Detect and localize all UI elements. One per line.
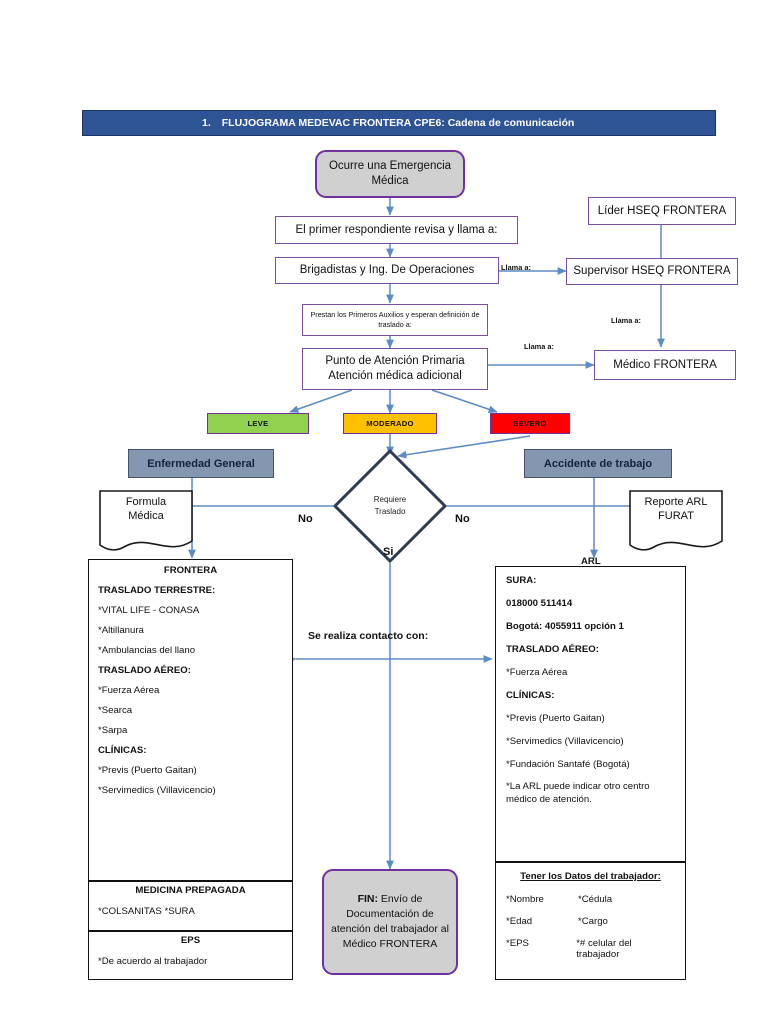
title-number: 1. (202, 117, 211, 129)
node-start: Ocurre una Emergencia Médica (315, 150, 465, 198)
list-item: CLÍNICAS: (98, 745, 147, 756)
branch-label-no-right: No (455, 513, 470, 525)
formula-line-1: Formula (125, 496, 167, 508)
edge-label-llama-a-brigadistas: Llama a: (501, 263, 531, 272)
decision-label-line2: Traslado (374, 507, 406, 516)
list-item: *Searca (98, 705, 133, 716)
node-accidente-trabajo: Accidente de trabajo (524, 449, 672, 478)
datos-cell-right: *Cargo (578, 916, 608, 927)
fin-text: FIN: Envío de Documentación de atención … (328, 892, 452, 953)
panel-eps-header: EPS (180, 935, 201, 946)
panel-datos-rows: *Nombre *Cédula *Edad *Cargo *EPS *# celular … (506, 894, 675, 960)
node-brigadistas: Brigadistas y Ing. De Operaciones (275, 257, 499, 284)
node-primeros-auxilios: Prestan los Primeros Auxilios y esperan … (302, 304, 488, 336)
panel-frontera-rows: TRASLADO TERRESTRE: *VITAL LIFE - CONASA *… (98, 585, 283, 796)
node-enfermedad-general: Enfermedad General (128, 449, 274, 478)
label-se-realiza-contacto: Se realiza contacto con: (308, 630, 429, 642)
panel-medicina-prepagada: MEDICINA PREPAGADA *COLSANITAS *SURA (88, 881, 293, 931)
fin-bold-prefix: FIN: (357, 892, 379, 905)
edge-label-llama-a-supervisor-medico: Llama a: (611, 316, 641, 325)
reporte-line-1: Reporte ARL (644, 496, 708, 508)
node-lider-hseq: Líder HSEQ FRONTERA (588, 197, 736, 225)
table-row: *EPS *# celular del trabajador (506, 938, 675, 960)
node-fin: FIN: Envío de Documentación de atención … (322, 869, 458, 975)
node-medico-frontera: Médico FRONTERA (594, 350, 736, 380)
list-item: *Altillanura (98, 625, 144, 636)
edge-label-llama-a-punto-medico: Llama a: (524, 342, 554, 351)
panel-eps-rows: *De acuerdo al trabajador (98, 956, 283, 967)
list-item: *La ARL puede indicar otro centro médico… (506, 781, 650, 806)
page-title: FLUJOGRAMA MEDEVAC FRONTERA CPE6: Cadena… (221, 117, 575, 129)
fin-rest-text: Envío de Documentación de atención del t… (331, 892, 449, 951)
list-item: *Servimedics (Villavicencio) (506, 735, 624, 747)
node-first-responder: El primer respondiente revisa y llama a: (275, 216, 518, 244)
document-reporte-arl-furat: Reporte ARL FURAT (628, 489, 724, 555)
list-item: *Previs (Puerto Gaitan) (506, 712, 605, 724)
datos-cell-right: *# celular del trabajador (576, 938, 632, 960)
page-title-bar: 1. FLUJOGRAMA MEDEVAC FRONTERA CPE6: Cad… (82, 110, 716, 136)
severity-chip-leve: LEVE (207, 413, 309, 434)
datos-cell-left: *Nombre (506, 894, 544, 905)
list-item: *Fuerza Aérea (506, 666, 568, 678)
decision-label-line1: Requiere (373, 495, 407, 505)
list-item: *COLSANITAS *SURA (98, 906, 195, 917)
list-item: TRASLADO TERRESTRE: (98, 585, 216, 596)
severity-chip-severo: SEVERO (490, 413, 570, 434)
node-supervisor-hseq: Supervisor HSEQ FRONTERA (566, 258, 738, 285)
decision-requiere-traslado: Requiere Traslado (332, 448, 448, 564)
list-item: *Ambulancias del llano (98, 645, 196, 656)
datos-cell-right: *Cédula (578, 894, 613, 905)
list-item: SURA: (506, 575, 537, 586)
panel-eps: EPS *De acuerdo al trabajador (88, 931, 293, 980)
branch-label-si: Si (383, 546, 394, 558)
panel-medicina-prepagada-rows: *COLSANITAS *SURA (98, 906, 283, 917)
reporte-line-2: FURAT (658, 510, 694, 523)
list-item: 018000 511414 (506, 597, 573, 609)
table-row: *Nombre *Cédula (506, 894, 675, 905)
list-item: *Sarpa (98, 725, 128, 736)
document-formula-medica: Formula Médica (98, 489, 194, 555)
node-punto-atencion: Punto de Atención Primaria Atención médi… (302, 348, 488, 390)
panel-datos-header: Tener los Datos del trabajador: (520, 871, 661, 882)
list-item: *Previs (Puerto Gaitan) (98, 765, 197, 776)
branch-label-no-left: No (298, 513, 313, 525)
list-item: CLÍNICAS: (506, 689, 555, 701)
list-item: *Servimedics (Villavicencio) (98, 785, 216, 796)
list-item: *Fuerza Aérea (98, 685, 160, 696)
list-item: Bogotá: 4055911 opción 1 (506, 620, 624, 632)
caption-arl: ARL (581, 556, 601, 567)
panel-datos-trabajador: Tener los Datos del trabajador: *Nombre*… (495, 862, 686, 980)
datos-cell-left: *Edad (506, 916, 533, 927)
list-item: *Fundación Santafé (Bogotá) (506, 758, 630, 770)
list-item: *VITAL LIFE - CONASA (98, 605, 200, 616)
datos-cell-left: *EPS (506, 938, 529, 949)
panel-frontera-header: FRONTERA (163, 565, 218, 576)
panel-frontera: FRONTERA TRASLADO TERRESTRE: *VITAL LIFE … (88, 559, 293, 881)
list-item: *De acuerdo al trabajador (98, 956, 208, 967)
list-item: TRASLADO AÉREO: (506, 643, 599, 655)
table-row: *Edad *Cargo (506, 916, 675, 927)
list-item: TRASLADO AÉREO: (98, 665, 191, 676)
severity-chip-moderado: MODERADO (343, 413, 437, 434)
formula-line-2: Médica (128, 510, 164, 523)
panel-medicina-prepagada-header: MEDICINA PREPAGADA (135, 885, 246, 896)
